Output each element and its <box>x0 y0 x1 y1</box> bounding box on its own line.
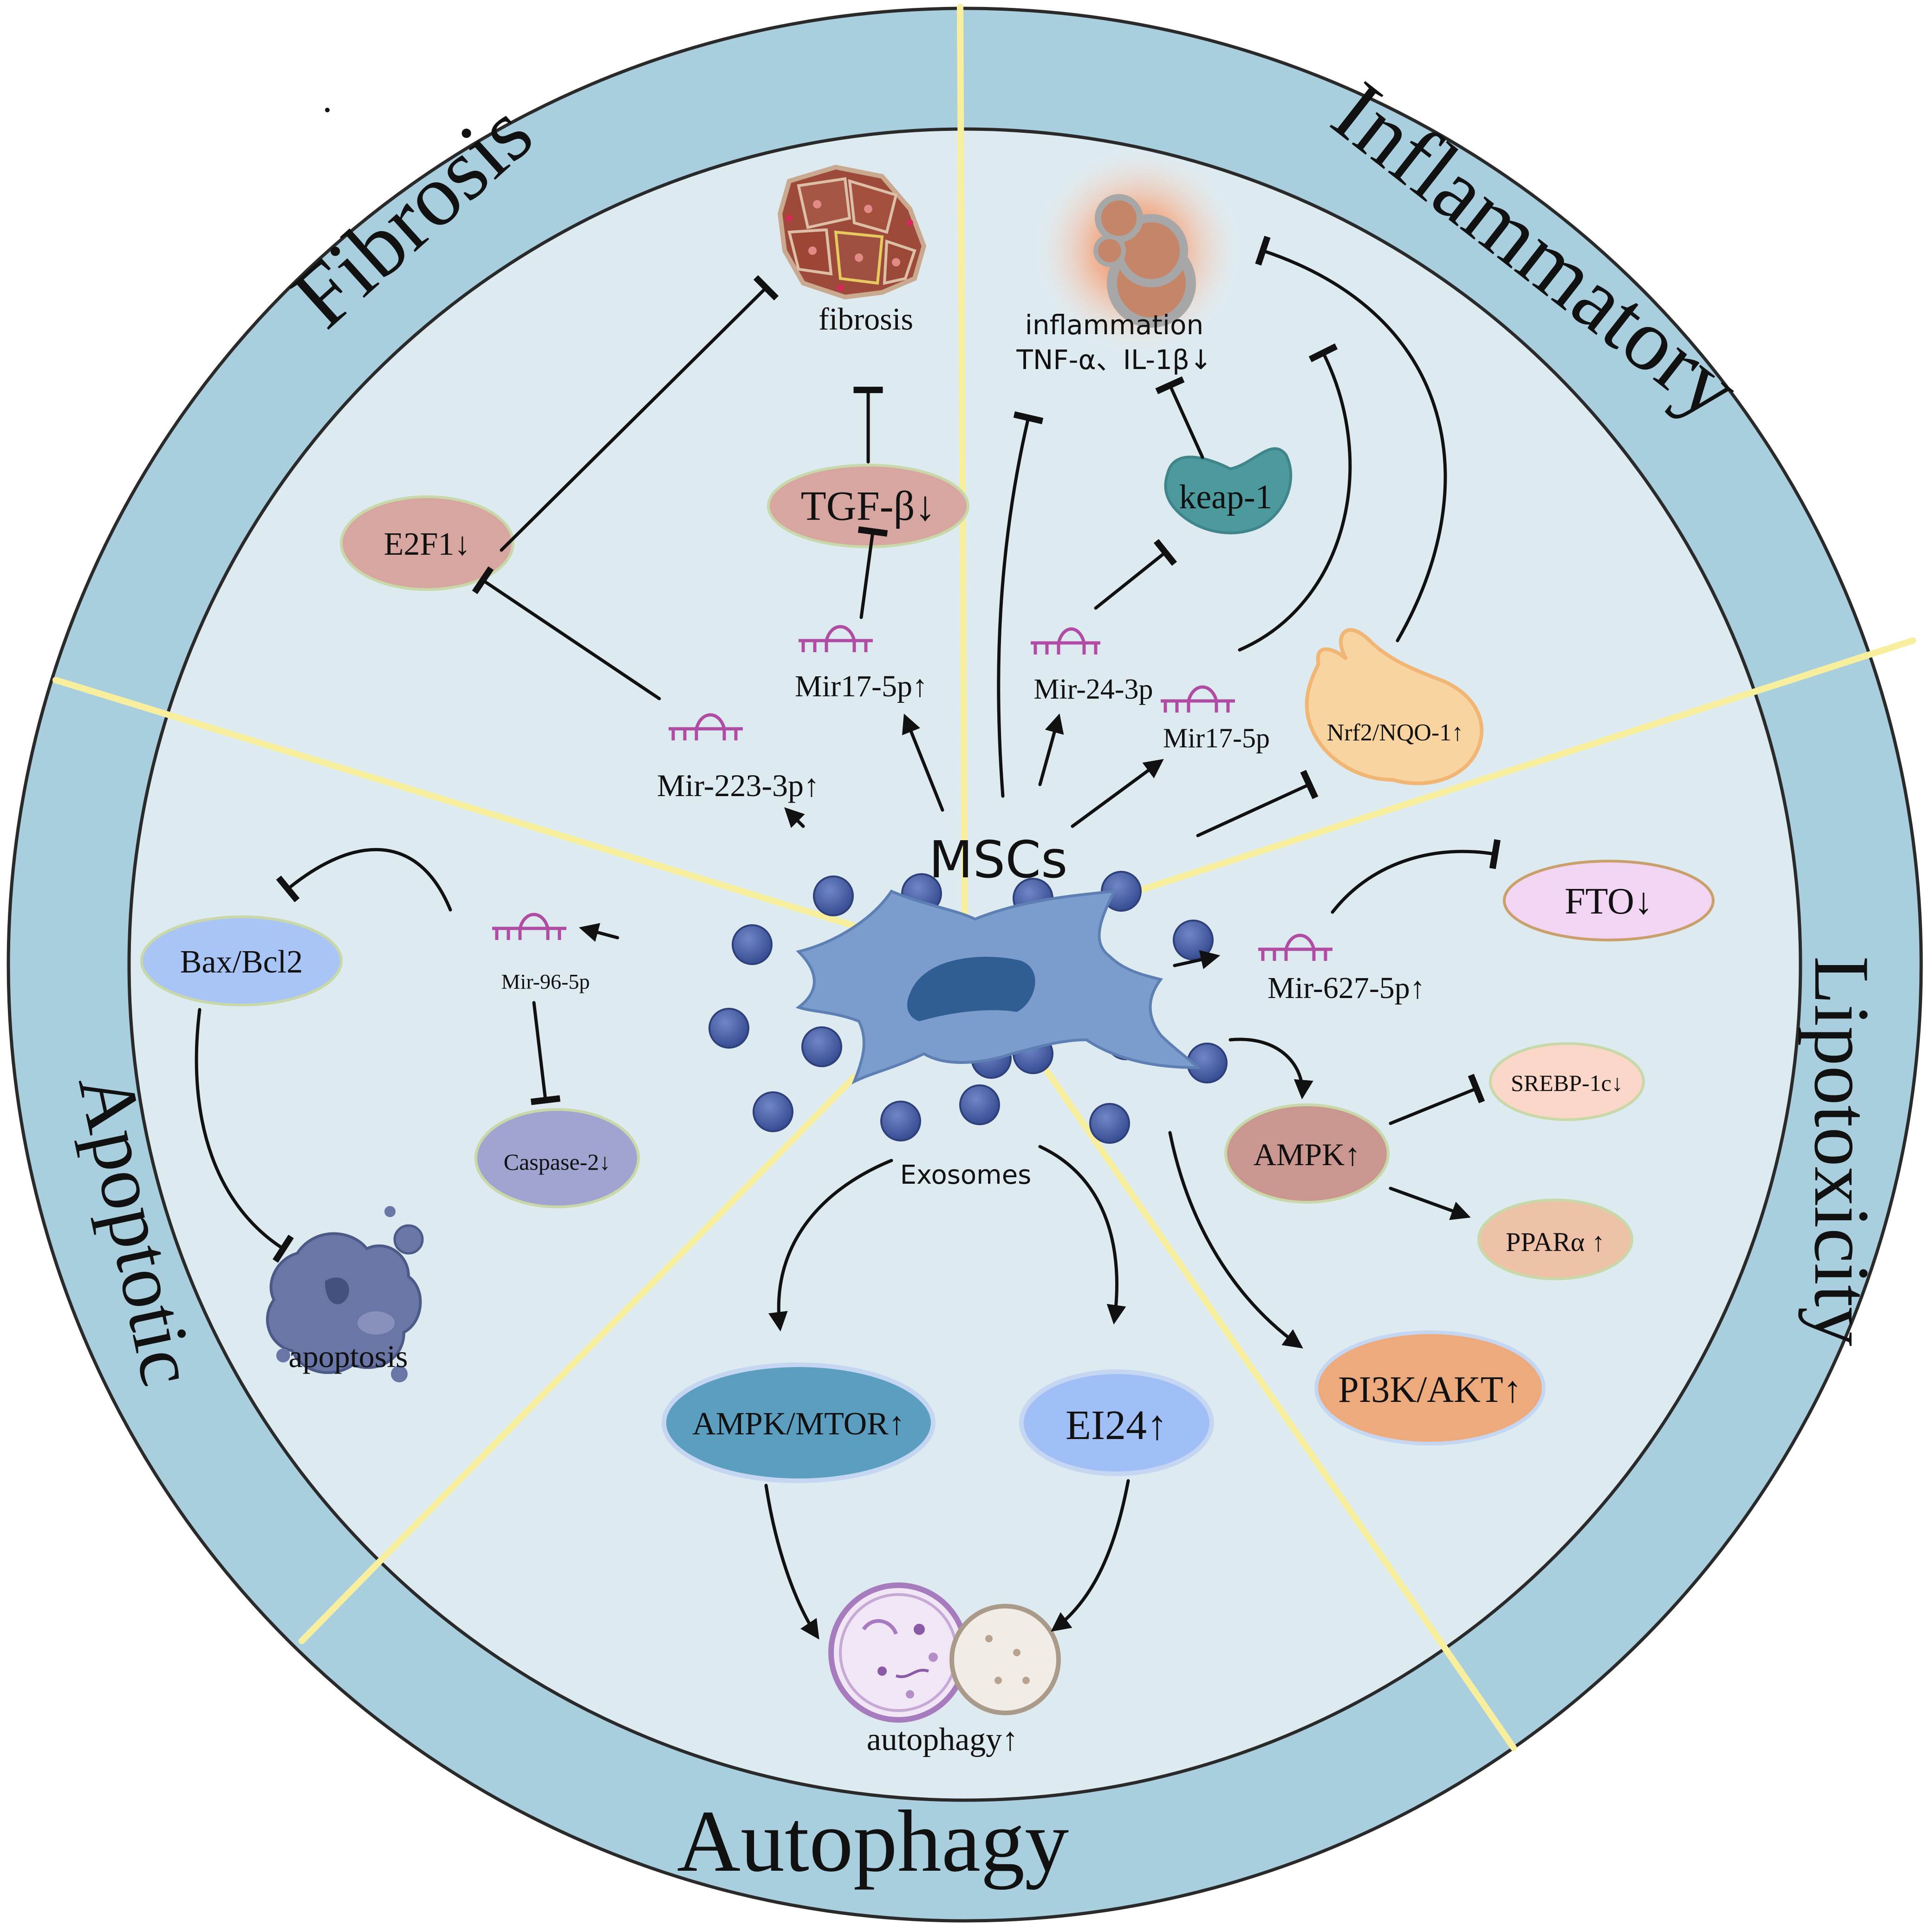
nrf2-label: Nrf2/NQO-1↑ <box>1327 720 1464 746</box>
inflammation-label: inflammation <box>1025 309 1204 341</box>
mir627-label: Mir-627-5p↑ <box>1267 971 1425 1005</box>
e2f1-node <box>340 495 514 591</box>
mirna-hairpin-icon <box>492 625 1332 961</box>
inflamed-cell-icon <box>1035 149 1240 353</box>
mir24-label: Mir-24-3p <box>1033 674 1153 705</box>
bax-bcl2-label: Bax/Bcl2 <box>180 944 303 980</box>
ppara-label: PPARα ↑ <box>1506 1227 1605 1257</box>
ei24-node <box>1019 1369 1214 1476</box>
srebp-label: SREBP-1c↓ <box>1511 1070 1623 1096</box>
mir17-label: Mir17-5p <box>1163 723 1270 753</box>
cytokines-label: TNF-α、IL-1β↓ <box>1016 344 1212 376</box>
tgf-beta-node <box>767 464 969 548</box>
ampk-label: AMPK↑ <box>1254 1137 1361 1172</box>
msc-label: MSCs <box>929 830 1068 889</box>
caspase2-label: Caspase-2↓ <box>504 1149 611 1175</box>
srebp-node <box>1489 1042 1645 1121</box>
apoptosis-label: apoptosis <box>289 1339 408 1374</box>
e2f1-label: E2F1↓ <box>384 526 471 562</box>
sector-title-autophagy: Autophagy <box>677 1793 1069 1890</box>
autophagy-label: autophagy↑ <box>867 1722 1019 1757</box>
ei24-label: EI24↑ <box>1066 1402 1168 1448</box>
pi3k-node <box>1314 1330 1546 1446</box>
nrf2-shape <box>1305 628 1484 785</box>
msc-nucleus <box>907 957 1035 1021</box>
tgf-beta-label: TGF-β↓ <box>801 483 936 529</box>
keap1-shape <box>1164 447 1293 535</box>
fto-label: FTO↓ <box>1565 881 1653 922</box>
mir96-label: Mir-96-5p <box>501 970 590 993</box>
mir223-label: Mir-223-3p↑ <box>657 768 819 803</box>
connection-lines <box>195 235 1501 1640</box>
ppara-node <box>1477 1199 1633 1280</box>
exosomes-label: Exosomes <box>900 1160 1032 1190</box>
mir17-up-label: Mir17-5p↑ <box>795 669 928 703</box>
sector-title-lipotoxicity: Lipotoxicity <box>1798 956 1885 1346</box>
caspase2-node <box>474 1108 640 1208</box>
stray-dot <box>325 108 330 112</box>
keap1-label: keap-1 <box>1179 478 1272 516</box>
ampk-mtor-label: AMPK/MTOR↑ <box>692 1406 905 1442</box>
autophagosome-icon <box>828 1582 1061 1723</box>
pi3k-label: PI3K/AKT↑ <box>1338 1369 1522 1410</box>
ampk-node <box>1224 1103 1390 1204</box>
bax-bcl2-node <box>140 915 343 1006</box>
apoptotic-cell-icon <box>266 1206 424 1382</box>
fibrosis-label: fibrosis <box>819 301 913 337</box>
fto-node <box>1503 860 1715 941</box>
ampk-mtor-node <box>662 1362 936 1483</box>
sector-dividers <box>52 4 1916 1751</box>
fibrosis-tissue-icon <box>777 164 927 300</box>
